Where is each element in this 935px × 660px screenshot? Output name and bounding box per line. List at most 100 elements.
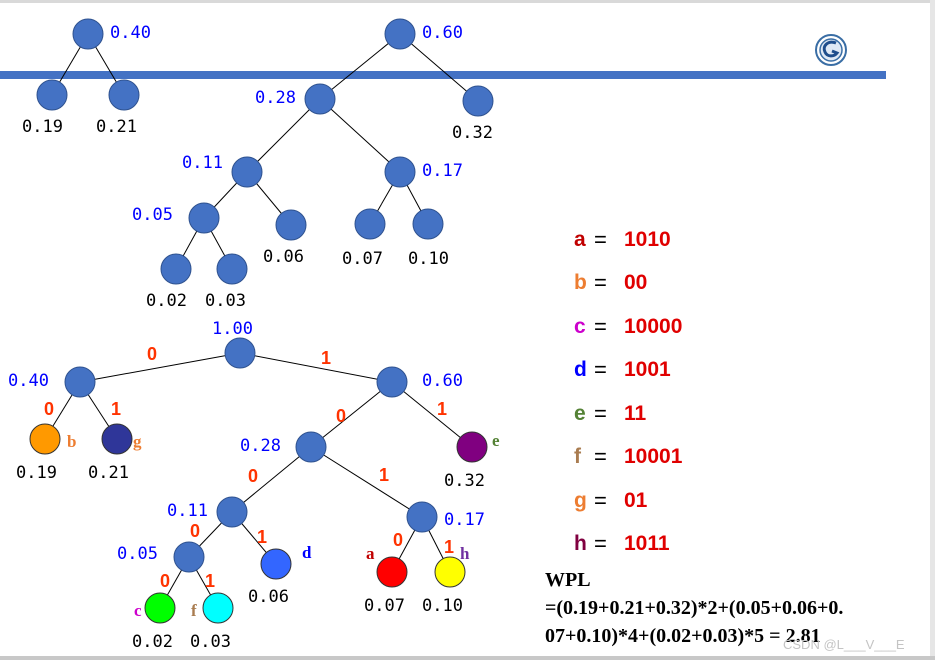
leaf-letter-h: h bbox=[460, 544, 470, 563]
leaf-node-a bbox=[376, 556, 408, 588]
right-border bbox=[930, 0, 935, 660]
weight-label: 0.32 bbox=[444, 471, 485, 491]
node-010 bbox=[412, 208, 444, 240]
code-equals: = bbox=[594, 400, 607, 426]
node-weights: 0.40 0.60 0.28 0.11 0.17 0.05 0.19 0.21 … bbox=[22, 23, 493, 311]
node-005 bbox=[173, 541, 205, 573]
weight-label: 0.28 bbox=[255, 88, 296, 108]
node-040 bbox=[72, 18, 104, 50]
weight-label: 0.07 bbox=[364, 596, 405, 616]
leaf-node-e bbox=[456, 431, 488, 463]
branch-bit: 0 bbox=[190, 521, 200, 541]
code-equals: = bbox=[594, 444, 607, 470]
weight-label: 0.19 bbox=[22, 117, 63, 137]
wpl-title: WPL bbox=[545, 569, 591, 591]
weight-label: 0.28 bbox=[240, 436, 281, 456]
wpl-formula: WPL =(0.19+0.21+0.32)*2+(0.05+0.06+0. 07… bbox=[545, 566, 925, 650]
edge bbox=[319, 33, 401, 100]
branch-bit: 0 bbox=[147, 344, 157, 364]
weight-label: 0.60 bbox=[422, 23, 463, 43]
weight-label: 0.06 bbox=[263, 247, 304, 267]
node-060 bbox=[376, 366, 408, 398]
leaf-node-d bbox=[260, 548, 292, 580]
edge bbox=[319, 98, 401, 173]
code-letter: c bbox=[574, 314, 586, 338]
weight-label: 0.10 bbox=[422, 596, 463, 616]
university-logo-icon bbox=[815, 34, 847, 66]
node-028 bbox=[295, 431, 327, 463]
node-003 bbox=[216, 253, 248, 285]
node-019 bbox=[36, 79, 68, 111]
leaf-node-h bbox=[434, 556, 466, 588]
internal-nodes bbox=[64, 337, 438, 573]
branch-bit: 0 bbox=[248, 466, 258, 486]
weight-label: 0.03 bbox=[190, 632, 231, 652]
leaf-node-c bbox=[144, 592, 176, 624]
branch-bit: 0 bbox=[160, 571, 170, 591]
header-bar bbox=[0, 71, 886, 79]
branch-bit: 0 bbox=[393, 530, 403, 550]
edge bbox=[231, 446, 312, 513]
leaf-letter-d: d bbox=[302, 543, 312, 562]
code-row-e: e=11 bbox=[574, 392, 734, 436]
code-letter: d bbox=[574, 358, 587, 382]
leaf-letter-f: f bbox=[191, 601, 197, 620]
weight-label: 0.03 bbox=[205, 291, 246, 311]
edge bbox=[399, 33, 479, 102]
bottom-border bbox=[0, 656, 935, 660]
weight-label: 0.06 bbox=[248, 587, 289, 607]
weight-label: 0.40 bbox=[8, 371, 49, 391]
leaf-letter-e: e bbox=[492, 431, 500, 450]
leaf-letters: b g e d a h c f bbox=[67, 431, 500, 620]
edge bbox=[79, 352, 241, 383]
tree-nodes bbox=[36, 18, 494, 285]
weight-label: 0.60 bbox=[422, 371, 463, 391]
wpl-line-2: 07+0.10)*4+(0.02+0.03)*5 = 2.81 bbox=[545, 625, 821, 647]
node-root bbox=[224, 337, 256, 369]
branch-bits: 0 1 0 1 0 1 0 1 0 1 0 1 0 1 bbox=[44, 344, 454, 591]
weight-label: 0.10 bbox=[408, 249, 449, 269]
node-032 bbox=[462, 85, 494, 117]
branch-bit: 1 bbox=[205, 571, 215, 591]
node-002 bbox=[160, 253, 192, 285]
code-row-f: f=10001 bbox=[574, 436, 734, 480]
weight-label: 0.40 bbox=[110, 23, 151, 43]
branch-bit: 1 bbox=[111, 399, 121, 419]
edge bbox=[246, 98, 321, 173]
code-row-b: b=00 bbox=[574, 262, 734, 306]
weight-label: 0.05 bbox=[117, 544, 158, 564]
weight-label: 0.32 bbox=[452, 123, 493, 143]
weight-label: 0.02 bbox=[146, 291, 187, 311]
branch-bit: 0 bbox=[44, 399, 54, 419]
node-007 bbox=[354, 208, 386, 240]
node-040 bbox=[64, 366, 96, 398]
construction-forest: 0.40 0.60 0.28 0.11 0.17 0.05 0.19 0.21 … bbox=[22, 18, 494, 311]
leaf-letter-c: c bbox=[134, 601, 142, 620]
wpl-line-1: =(0.19+0.21+0.32)*2+(0.05+0.06+0. bbox=[545, 597, 844, 619]
weight-label: 0.05 bbox=[132, 205, 173, 225]
code-row-c: c=10000 bbox=[574, 305, 734, 349]
code-equals: = bbox=[594, 531, 607, 557]
code-equals: = bbox=[594, 226, 607, 252]
huffman-tree: b g e d a h c f 0 1 0 1 0 1 0 1 0 1 0 bbox=[8, 319, 500, 652]
branch-bit: 1 bbox=[379, 465, 389, 485]
code-letter: g bbox=[574, 488, 587, 512]
node-005 bbox=[188, 202, 220, 234]
code-row-h: h=1011 bbox=[574, 523, 734, 567]
weight-label: 0.21 bbox=[88, 463, 129, 483]
weight-label: 0.17 bbox=[444, 510, 485, 530]
huffman-diagram: 0.40 0.60 0.28 0.11 0.17 0.05 0.19 0.21 … bbox=[8, 18, 500, 652]
code-bits: 10000 bbox=[624, 314, 683, 338]
node-028 bbox=[304, 83, 336, 115]
node-017 bbox=[406, 501, 438, 533]
edge bbox=[391, 381, 473, 448]
branch-bit: 1 bbox=[321, 348, 331, 368]
node-weights: 1.00 0.40 0.60 0.28 0.11 0.17 0.05 0.19 … bbox=[8, 319, 485, 652]
weight-label: 1.00 bbox=[212, 319, 253, 339]
node-017 bbox=[384, 156, 416, 188]
weight-label: 0.02 bbox=[132, 632, 173, 652]
code-row-a: a=1010 bbox=[574, 218, 734, 262]
node-006 bbox=[275, 209, 307, 241]
leaf-node-g bbox=[101, 423, 133, 455]
